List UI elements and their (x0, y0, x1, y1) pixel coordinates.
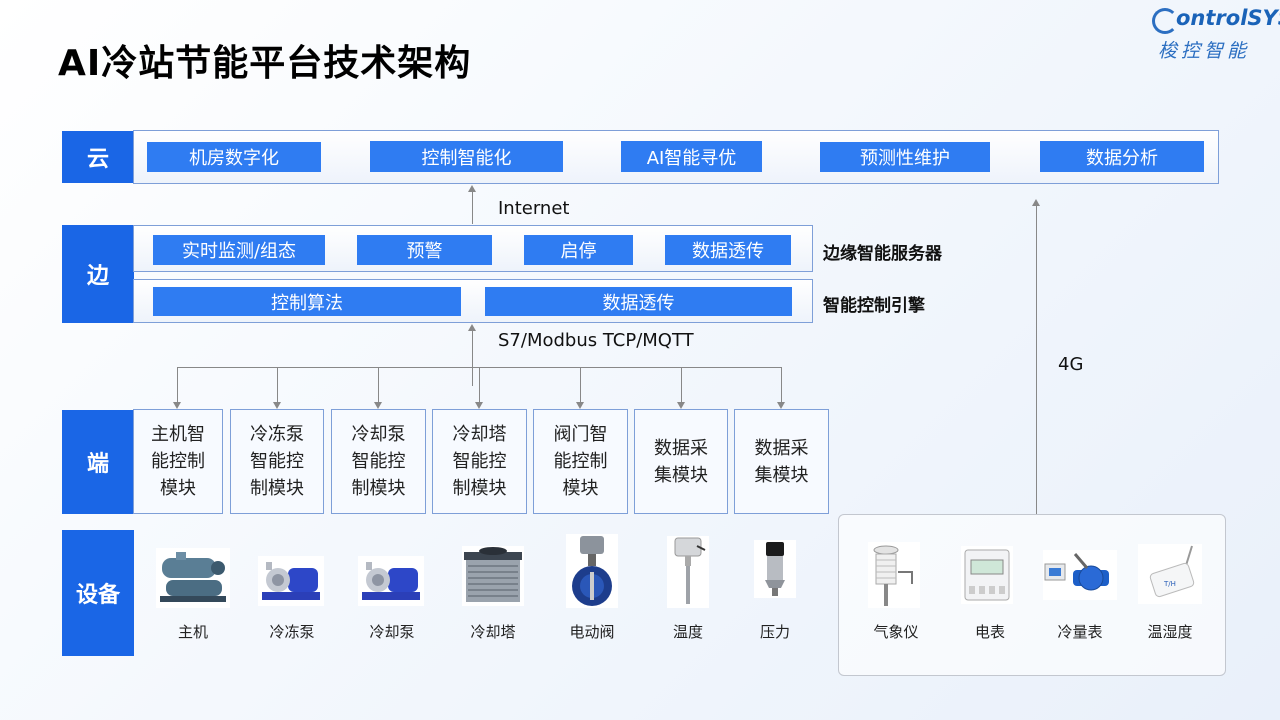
module-line: 制模块 (351, 478, 406, 499)
module-chiller-control: 主机智能控制模块 (133, 409, 223, 514)
module-line: 能控制 (150, 451, 205, 472)
module-line: 模块 (562, 478, 599, 499)
sensor-label-temp-humidity: 温湿度 (1147, 623, 1193, 641)
module-line: 冷却塔 (452, 424, 507, 445)
device-label-pressure: 压力 (759, 623, 790, 641)
module-line: 能控制 (553, 451, 608, 472)
edge-item-alarm: 预警 (357, 235, 492, 265)
arrow-up-icon (468, 185, 476, 192)
weather-station-icon (868, 542, 920, 608)
device-label-cooling-pump: 冷却泵 (369, 623, 415, 641)
module-line: 集模块 (754, 464, 809, 486)
cloud-item-data-analysis: 数据分析 (1040, 141, 1204, 172)
sensor-label-weather: 气象仪 (873, 623, 919, 641)
module-line: 冷却泵 (351, 424, 406, 445)
drop-line (580, 367, 581, 403)
edge-item-monitor: 实时监测/组态 (153, 235, 325, 265)
drop-line (177, 367, 178, 403)
module-line: 制模块 (249, 478, 304, 499)
logo-text-cn: 梭控智能 (1158, 40, 1251, 62)
module-line: 主机智 (150, 424, 205, 445)
arrow-down-icon (677, 402, 685, 409)
arrow-up-icon (468, 324, 476, 331)
internet-link-line (472, 192, 473, 224)
module-line: 冷冻泵 (249, 424, 304, 445)
valve-icon (566, 534, 618, 608)
edge-item-start-stop: 启停 (524, 235, 633, 265)
module-line: 数据采 (653, 437, 708, 459)
drop-line (277, 367, 278, 403)
cellular-link-line (1036, 205, 1037, 514)
arrow-down-icon (576, 402, 584, 409)
arrow-down-icon (475, 402, 483, 409)
module-cooling-pump-control: 冷却泵智能控制模块 (331, 409, 426, 514)
arrow-down-icon (777, 402, 785, 409)
device-label-electric-valve: 电动阀 (569, 623, 615, 641)
pump-icon (258, 556, 324, 606)
arrow-down-icon (273, 402, 281, 409)
module-data-acquisition: 数据采集模块 (734, 409, 829, 514)
module-valve-control: 阀门智能控制模块 (533, 409, 628, 514)
pressure-sensor-icon (754, 540, 796, 598)
protocol-cellular: 4G (1058, 354, 1084, 375)
edge-server-label: 边缘智能服务器 (823, 244, 942, 264)
module-line: 数据采 (754, 437, 809, 459)
module-line: 集模块 (653, 464, 708, 486)
sensor-label-power-meter: 电表 (974, 623, 1005, 641)
device-label-chiller: 主机 (177, 623, 208, 641)
layer-tag-cloud: 云 (62, 131, 134, 183)
fieldbus-trunk-line (472, 330, 473, 386)
page-title: AI冷站节能平台技术架构 (58, 43, 472, 84)
arrow-up-icon (1032, 199, 1040, 206)
module-line: 智能控 (351, 451, 406, 472)
cloud-item-digital: 机房数字化 (147, 142, 321, 172)
module-line: 模块 (159, 478, 196, 499)
drop-line (378, 367, 379, 403)
device-label-chilled-pump: 冷冻泵 (269, 623, 315, 641)
humidity-sensor-icon: T/H (1138, 544, 1202, 604)
device-label-temperature: 温度 (672, 623, 703, 641)
module-line: 阀门智 (553, 424, 608, 445)
logo-c-icon (1152, 8, 1178, 34)
module-line: 制模块 (452, 478, 507, 499)
drop-line (781, 367, 782, 403)
temperature-sensor-icon (667, 536, 709, 608)
pump-icon (358, 556, 424, 606)
engine-item-data-passthrough: 数据透传 (485, 287, 792, 316)
layer-tag-device: 设备 (62, 530, 134, 656)
edge-item-data-passthrough: 数据透传 (665, 235, 791, 265)
sensor-label-flow-meter: 冷量表 (1057, 623, 1103, 641)
module-line: 智能控 (452, 451, 507, 472)
module-line: 智能控 (249, 451, 304, 472)
engine-item-control-algorithm: 控制算法 (153, 287, 461, 316)
brand-logo: ontrolSYS 梭控智能 (1152, 6, 1280, 66)
module-cooling-tower-control: 冷却塔智能控制模块 (432, 409, 527, 514)
layer-tag-terminal: 端 (62, 410, 134, 514)
logo-text-en: ontrolSYS (1176, 6, 1280, 30)
protocol-internet: Internet (498, 198, 570, 219)
protocol-fieldbus: S7/Modbus TCP/MQTT (498, 330, 694, 351)
module-data-acquisition: 数据采集模块 (634, 409, 728, 514)
layer-tag-edge: 边 (62, 225, 134, 323)
cloud-item-predictive-maintenance: 预测性维护 (820, 142, 990, 172)
cloud-item-ai-optimize: AI智能寻优 (621, 141, 762, 172)
cloud-item-intelligent-control: 控制智能化 (370, 141, 563, 172)
drop-line (479, 367, 480, 403)
chiller-icon (156, 548, 230, 608)
svg-text:T/H: T/H (1163, 580, 1176, 588)
power-meter-icon (961, 546, 1013, 604)
drop-line (681, 367, 682, 403)
arrow-down-icon (374, 402, 382, 409)
flow-meter-icon (1043, 550, 1117, 600)
edge-engine-label: 智能控制引擎 (823, 296, 925, 316)
arrow-down-icon (173, 402, 181, 409)
cooling-tower-icon (462, 546, 524, 606)
device-label-cooling-tower: 冷却塔 (470, 623, 516, 641)
module-chilled-pump-control: 冷冻泵智能控制模块 (230, 409, 324, 514)
